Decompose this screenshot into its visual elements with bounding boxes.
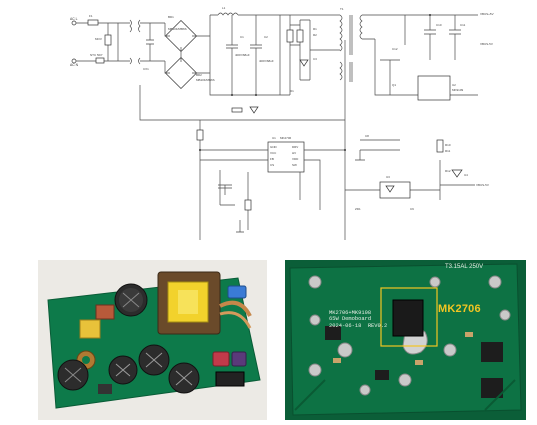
- mosfet-label: Q1: [392, 83, 396, 87]
- pcb-component-side-photo: [38, 260, 267, 420]
- chip-callout-label: MK2706: [438, 303, 481, 315]
- bd2-part: MB10F/MB6S: [196, 78, 215, 82]
- bulk-cap-1: C1: [240, 35, 244, 39]
- bulk-cap-2-rating: 400V/68uF: [259, 59, 274, 63]
- r10-label: R10: [445, 143, 451, 147]
- pin-vdd: VDD: [292, 157, 299, 161]
- u2-ref: U2: [452, 83, 456, 87]
- pin-hv: HV: [292, 151, 296, 155]
- u1-part: MK2706: [280, 136, 292, 140]
- out-cap-c11: C11: [460, 23, 466, 27]
- t1-label: T1: [340, 7, 344, 11]
- ac-l-label: AC L: [70, 17, 78, 21]
- snubber-r2: [296, 29, 304, 43]
- pin-vcc: VCC: [270, 151, 277, 155]
- primary-controller-section: U1 MK2706 GND VCC FB CS DRV HV VDD SW: [139, 40, 346, 240]
- fuse-label: F1: [89, 14, 93, 18]
- sr-controller-u2: [417, 75, 451, 101]
- board-silkscreen-text: MK2706+MK9108 65W Demoboard 2024-06-18 R…: [329, 310, 388, 329]
- r12-label: R12: [445, 169, 451, 173]
- bridge-bd1: [164, 19, 198, 53]
- out-cap-c10: C10: [436, 23, 442, 27]
- feedback-section: U3 R10 R11 R12 C8 C9 ZD1 VBUS-5V U4: [345, 134, 489, 211]
- rcd-snubber: R1 R2 C3 D1: [286, 15, 340, 95]
- cx-label: CX1: [143, 67, 149, 71]
- pin-fb: FB: [270, 157, 274, 161]
- bd2-label: BD2: [196, 73, 202, 77]
- ntc-label: NTC 5D7: [90, 53, 103, 57]
- snubber-c-label: C3: [313, 57, 317, 61]
- ac-input-section: AC L AC N F1 NTC 5D7 MOV CX1: [70, 14, 165, 71]
- bulk-cap-1-rating: 400V/68uF: [235, 53, 250, 57]
- u1-ref: U1: [272, 136, 276, 140]
- pcb-solder-side-photo: T3.15AL 250V MK2706+MK9108 65W Demoboard…: [285, 260, 526, 420]
- controller-u1: [267, 141, 305, 173]
- resistor-r9: [244, 199, 252, 211]
- ac-n-terminal: [71, 58, 77, 64]
- snubber-r2-label: R2: [313, 33, 317, 37]
- snubber-diode: [299, 59, 309, 67]
- c9-label: C9: [410, 207, 414, 211]
- vbus-minus-label-1: VBUS-5V: [480, 42, 493, 46]
- resistor-r8: [196, 129, 204, 141]
- c8-label: C8: [365, 134, 369, 138]
- output-section: VBUS+5V VBUS-5V C10 C11 C12 U2 MK9109 Q1: [362, 12, 494, 101]
- pin-sw: SW: [292, 163, 297, 167]
- pin-gnd: GND: [270, 145, 278, 149]
- ground-symbol: [236, 220, 244, 233]
- ntc-thermistor: [95, 57, 105, 64]
- input-choke: [129, 19, 141, 33]
- mov-label: MOV: [95, 37, 102, 41]
- mov-varistor: [104, 34, 112, 46]
- resistor-r-start: [231, 107, 243, 113]
- vbus-minus-label-2: VBUS-5V: [476, 183, 489, 187]
- pcb-solder-side-illustration: [285, 260, 526, 420]
- transformer-t1: T1: [290, 7, 363, 82]
- out-cap-c12: C12: [392, 47, 398, 51]
- u4-label: U4: [464, 173, 468, 177]
- snubber-r1: [286, 29, 294, 43]
- zd1-label: ZD1: [355, 207, 361, 211]
- bridge-rectifiers: BD1 MB10F/MB6S BD2 MB10F/MB6S: [164, 15, 215, 90]
- u2-part: MK9109: [452, 88, 464, 92]
- opto-led: [385, 185, 395, 193]
- board-header-text: T3.15AL 250V: [445, 264, 484, 270]
- pin-cs: CS: [270, 163, 274, 167]
- ground-symbol-2: [355, 150, 365, 161]
- circuit-schematic: AC L AC N F1 NTC 5D7 MOV CX1 BD1 MB10F/M…: [70, 6, 494, 240]
- bridge-bd2: [164, 56, 198, 90]
- pcb-component-side-illustration: [38, 260, 267, 420]
- snubber-r1-label: R1: [313, 27, 317, 31]
- bulk-filter: L1 C1 C2 400V/68uF 400V/68uF: [209, 6, 290, 96]
- vbus-plus-label: VBUS+5V: [480, 12, 494, 16]
- ac-n-label: AC N: [70, 63, 79, 67]
- optocoupler-u3: [379, 181, 411, 199]
- inductor-l1: [217, 12, 239, 16]
- bulk-cap-2: C2: [264, 35, 268, 39]
- diode-vcc: [249, 106, 259, 114]
- fuse-f1: [87, 19, 99, 26]
- bd1-part: MB10F/MB6S: [168, 27, 187, 31]
- u3-label: U3: [386, 175, 390, 179]
- tl431-u4: [451, 169, 463, 178]
- snubber-d-label: D1: [290, 89, 294, 93]
- l1-label: L1: [222, 6, 226, 10]
- resistor-r10: [436, 139, 444, 153]
- ac-l-terminal: [71, 20, 77, 26]
- r11-label: R11: [445, 149, 451, 153]
- bd1-label: BD1: [168, 15, 174, 19]
- pin-drv: DRV: [292, 145, 298, 149]
